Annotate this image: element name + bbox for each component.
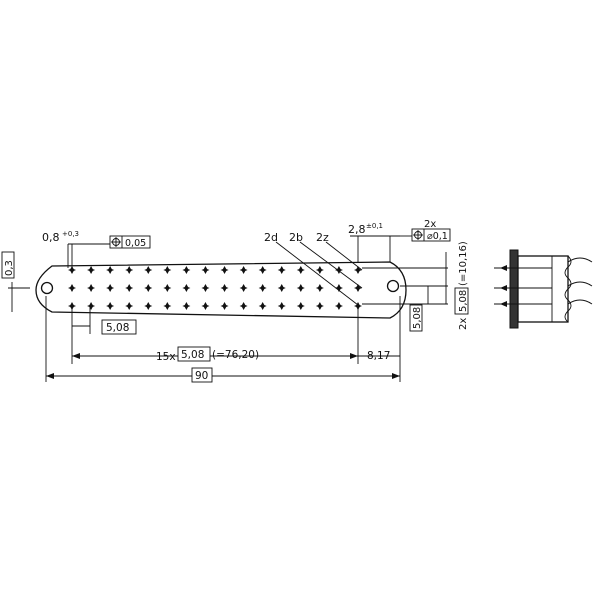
leader-2d (275, 241, 359, 306)
label-flange-thickness: 0,3 (4, 260, 15, 276)
tolerance-frame-diameter (411, 228, 451, 242)
pin-contact (315, 266, 324, 274)
arrow-overall-right (392, 373, 400, 379)
label-vertical-prefix: 2x (458, 318, 469, 330)
pin-contact (277, 266, 286, 274)
pin-contact (144, 302, 153, 310)
label-hole-tolerance: +0,3 (62, 230, 79, 238)
label-vertical-total: (=10,16) (458, 241, 469, 286)
label-hole-diameter: 0,8 (42, 231, 60, 244)
pin-contact (68, 266, 76, 274)
pin-contact (258, 284, 267, 292)
pin-contact (354, 284, 362, 292)
pin-contact (106, 266, 115, 274)
label-tolerance-position: 0,05 (125, 238, 146, 249)
pin-contact (296, 284, 305, 292)
side-view-wave-mid (567, 281, 593, 287)
pin-contact (201, 284, 210, 292)
arrow-span-left (72, 353, 80, 359)
leader-2b (299, 241, 363, 289)
pin-contact (258, 302, 267, 310)
pin-contact (87, 302, 96, 310)
pin-contact (354, 266, 362, 274)
label-bottom-pitch: 5,08 (106, 322, 129, 334)
side-view-break-line (564, 255, 572, 323)
pin-contact (296, 302, 305, 310)
pin-contact (277, 284, 286, 292)
arrow-span-right (350, 353, 358, 359)
overall-length-box (191, 367, 213, 383)
pin-contact (239, 284, 248, 292)
mounting-hole-left (40, 281, 54, 295)
bottom-pitch-box (101, 319, 137, 335)
pin-contact (182, 284, 191, 292)
pin-contact (163, 266, 172, 274)
pin-contact (125, 266, 134, 274)
side-pin-arrow-bot (500, 301, 507, 307)
side-view (494, 249, 593, 329)
pin-contact (315, 284, 324, 292)
pin-contact (258, 266, 267, 274)
leader-2z (325, 241, 363, 271)
pin-contact (87, 284, 96, 292)
pin-contact (220, 266, 229, 274)
pin-contact (68, 284, 76, 292)
pin-contact (334, 266, 343, 274)
pin-contact (277, 302, 286, 310)
flange-thickness-box (1, 251, 15, 279)
label-pin-length: 2,8 (348, 223, 366, 236)
side-view-body (517, 255, 569, 323)
pin-contact (220, 284, 229, 292)
pin-contact (106, 284, 115, 292)
label-vertical-box: 5,08 (458, 290, 469, 312)
connector-body-outline (35, 261, 407, 319)
pin-contact (163, 302, 172, 310)
label-span-total: (=76,20) (212, 349, 259, 361)
side-pin-arrow-top (500, 265, 507, 271)
label-span-count: 15x (156, 351, 176, 363)
vertical-pitch-box (409, 304, 423, 332)
pin-contact (334, 284, 343, 292)
pin-contact (201, 302, 210, 310)
side-view-wave-bot (567, 299, 593, 305)
side-pin-arrow-mid (500, 285, 507, 291)
pin-contact-grid (68, 266, 362, 310)
span-pitch-box (177, 346, 211, 362)
label-row-2d: 2d (264, 231, 278, 244)
arrow-overall-left (46, 373, 54, 379)
side-view-wave-top (567, 257, 593, 263)
pin-contact (220, 302, 229, 310)
label-row-2z: 2z (316, 231, 329, 244)
label-edge-offset: 8,17 (367, 350, 390, 362)
pin-contact (125, 302, 134, 310)
pin-contact (106, 302, 115, 310)
pin-contact (144, 284, 153, 292)
side-view-flange (509, 249, 519, 329)
pin-contact (334, 302, 343, 310)
pin-contact (239, 266, 248, 274)
pin-contact (144, 266, 153, 274)
label-pin-length-tol: ±0,1 (366, 222, 383, 230)
pin-contact (87, 266, 96, 274)
tolerance-frame-position (109, 235, 151, 249)
label-span-box: 5,08 (181, 349, 204, 361)
pin-contact (125, 284, 134, 292)
pin-contact (182, 302, 191, 310)
pin-contact (163, 284, 172, 292)
mounting-hole-right (386, 279, 400, 293)
vertical-total-box (454, 287, 469, 315)
pin-contact (315, 302, 324, 310)
pin-contact (296, 266, 305, 274)
label-vertical-pitch: 5,08 (412, 307, 423, 329)
pin-contact (239, 302, 248, 310)
label-times-2: 2x (424, 219, 436, 230)
label-overall-length: 90 (195, 370, 208, 382)
label-tolerance-diameter: ⌀0,1 (427, 231, 448, 242)
pin-contact (182, 266, 191, 274)
label-row-2b: 2b (289, 231, 303, 244)
pin-contact (201, 266, 210, 274)
